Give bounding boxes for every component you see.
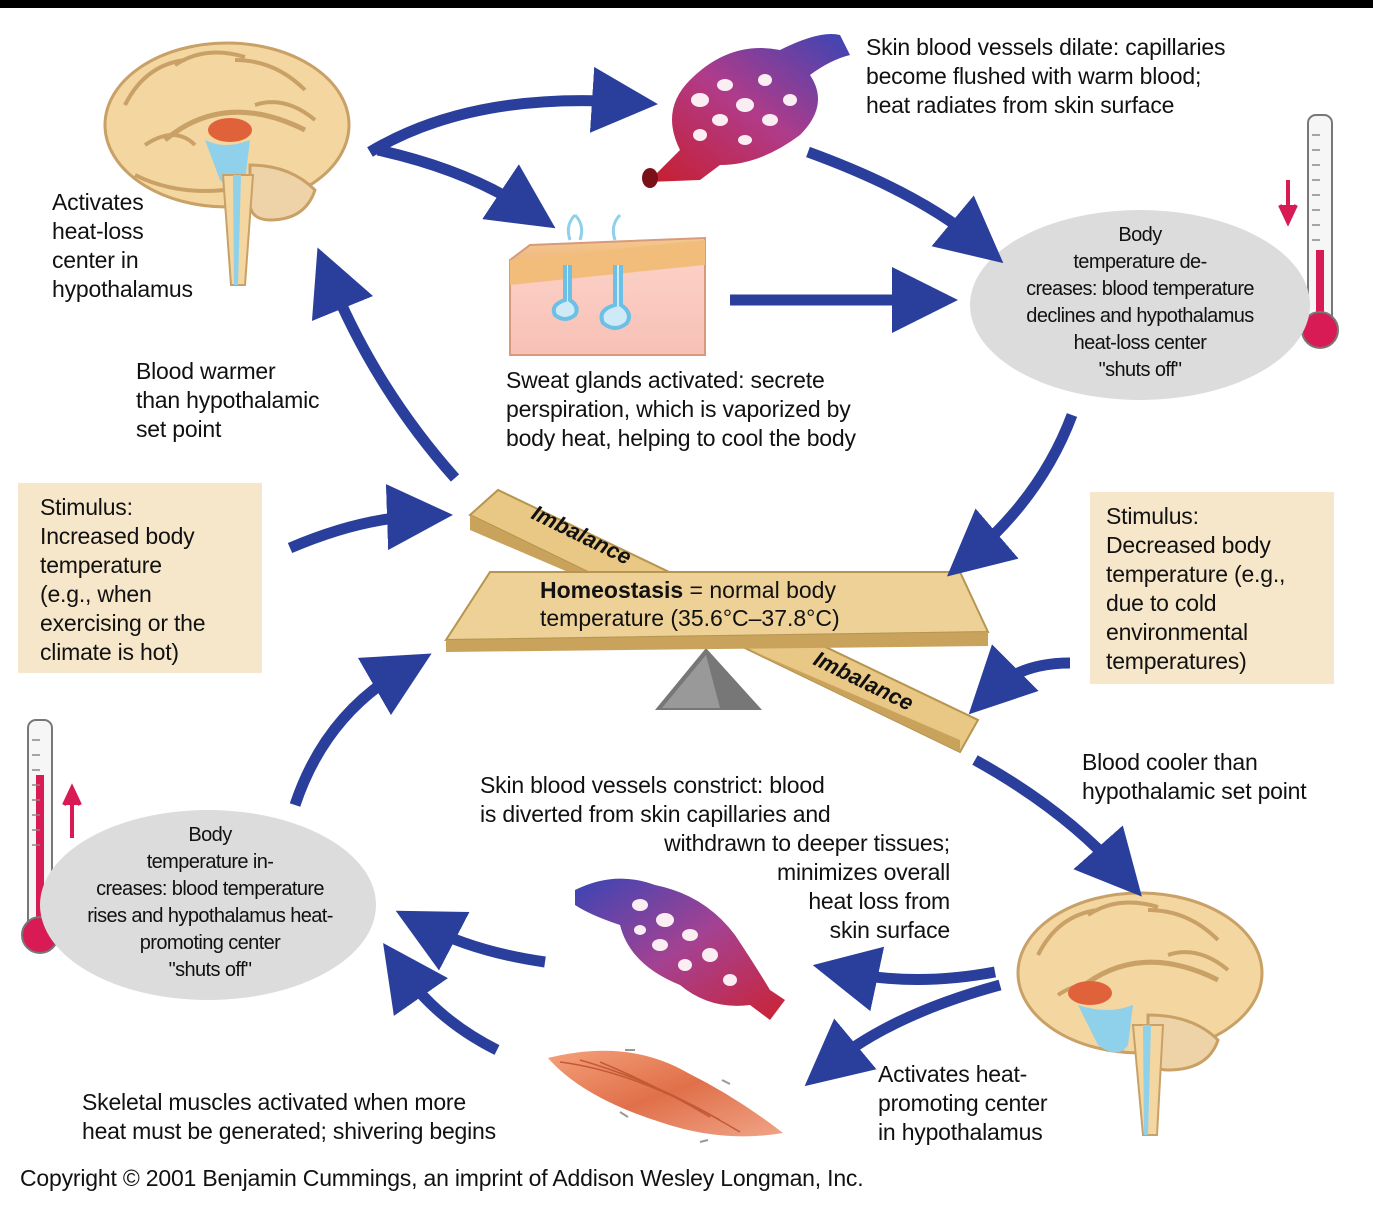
vessels-constrict-caption-top: Skin blood vessels constrict: blood is d… (480, 771, 831, 829)
activates-heat-promoting-caption: Activates heat- promoting center in hypo… (878, 1060, 1047, 1147)
brain-icon (1018, 893, 1262, 1135)
stimulus-increase-text: Stimulus: Increased body temperature (e.… (40, 493, 262, 667)
sweat-glands-caption: Sweat glands activated: secrete perspira… (506, 366, 856, 453)
stimulus-increase-box: Stimulus: Increased body temperature (e.… (18, 483, 262, 673)
activates-heat-loss-caption: Activates heat-loss center in hypothalam… (52, 188, 193, 304)
homeostasis-term: Homeostasis (540, 577, 683, 603)
stimulus-decrease-box: Stimulus: Decreased body temperature (e.… (1090, 492, 1334, 684)
homeostasis-line1: Homeostasis = normal body (540, 577, 836, 603)
vessels-constrict-caption-bottom: withdrawn to deeper tissues; minimizes o… (600, 829, 950, 945)
homeostasis-line2: temperature (35.6°C–37.8°C) (540, 605, 840, 631)
blood-cooler-caption: Blood cooler than hypothalamic set point (1082, 748, 1306, 806)
capillary-network-icon (642, 34, 850, 188)
skeletal-muscle-icon (548, 1050, 783, 1142)
homeostasis-equals: = normal body (683, 577, 836, 603)
blood-warmer-caption: Blood warmer than hypothalamic set point (136, 357, 319, 444)
stimulus-decrease-text: Stimulus: Decreased body temperature (e.… (1106, 502, 1334, 676)
skeletal-muscles-caption: Skeletal muscles activated when more hea… (82, 1088, 496, 1146)
copyright-notice: Copyright © 2001 Benjamin Cummings, an i… (20, 1164, 863, 1193)
skin-vessels-dilate-caption: Skin blood vessels dilate: capillaries b… (866, 33, 1225, 120)
skin-sweat-gland-icon (510, 215, 705, 355)
temp-decreases-caption: Body temperature de- creases: blood temp… (990, 222, 1290, 384)
temp-increases-caption: Body temperature in- creases: blood temp… (55, 822, 365, 984)
